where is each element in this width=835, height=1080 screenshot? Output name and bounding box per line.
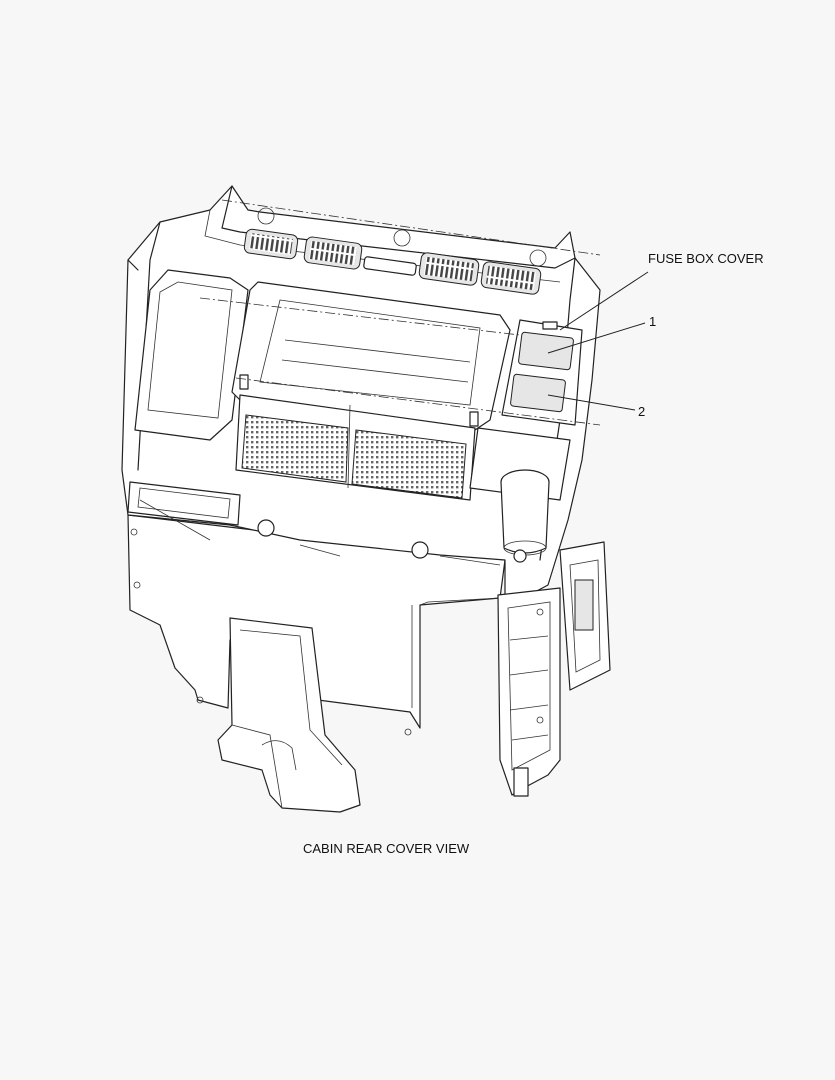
mesh-pocket-divider <box>347 404 351 489</box>
mount-bolt <box>411 541 429 559</box>
callout-1-label: 1 <box>649 314 657 329</box>
top-screw <box>393 229 411 247</box>
vent-grille <box>249 233 293 255</box>
lower-left-slot <box>127 481 241 526</box>
vent-grille <box>423 256 475 282</box>
mesh-pocket-left <box>241 414 349 483</box>
mesh-clip <box>239 374 249 390</box>
vent-grille <box>308 240 358 266</box>
panel-bolt <box>404 728 412 736</box>
top-screw <box>257 207 275 225</box>
cup-holder-body <box>500 481 550 554</box>
top-screw <box>529 249 547 267</box>
mount-bolt <box>257 519 275 537</box>
fuse-box-cover-1 <box>518 331 574 371</box>
mount-bolt <box>513 549 527 563</box>
fuse-box-cover-2 <box>510 373 566 413</box>
panel-tab <box>513 767 529 797</box>
lower-left-slot-inner <box>137 487 231 519</box>
recess-inner <box>259 299 481 406</box>
panel-bolt <box>130 528 138 536</box>
side-panel-front <box>497 587 561 796</box>
lower-panel-step <box>411 597 501 708</box>
hinge-bolt <box>536 608 544 616</box>
side-panel-back-inner <box>569 559 601 673</box>
mesh-pocket-right <box>351 429 467 499</box>
side-panel-front-inner <box>507 601 551 771</box>
center-handle <box>363 256 417 276</box>
top-ridge <box>221 185 576 269</box>
callout-2-label: 2 <box>638 404 646 419</box>
bottom-flange <box>139 499 501 566</box>
side-panel-ribs <box>509 635 549 741</box>
hinge-bolt <box>536 716 544 724</box>
air-duct-inner <box>239 629 343 771</box>
fuse-box-latch <box>542 321 558 330</box>
vent-grille <box>485 265 537 291</box>
left-tray-inner <box>147 281 233 419</box>
leader-callout-1 <box>547 322 646 354</box>
panel-bolt <box>133 581 141 589</box>
drawing-caption: CABIN REAR COVER VIEW <box>303 841 470 856</box>
centre-line <box>221 199 601 256</box>
panel-bolt <box>196 696 204 704</box>
left-storage-tray <box>134 269 249 441</box>
centre-line <box>235 377 601 426</box>
leader-callout-2 <box>547 394 636 411</box>
side-panel-window <box>574 579 594 631</box>
recess-floor <box>281 339 471 383</box>
air-duct-edge <box>231 724 283 809</box>
leader-fuse-box-cover <box>559 271 649 331</box>
mesh-clip <box>469 411 479 427</box>
fuse-box-cover-label: FUSE BOX COVER <box>648 251 764 266</box>
